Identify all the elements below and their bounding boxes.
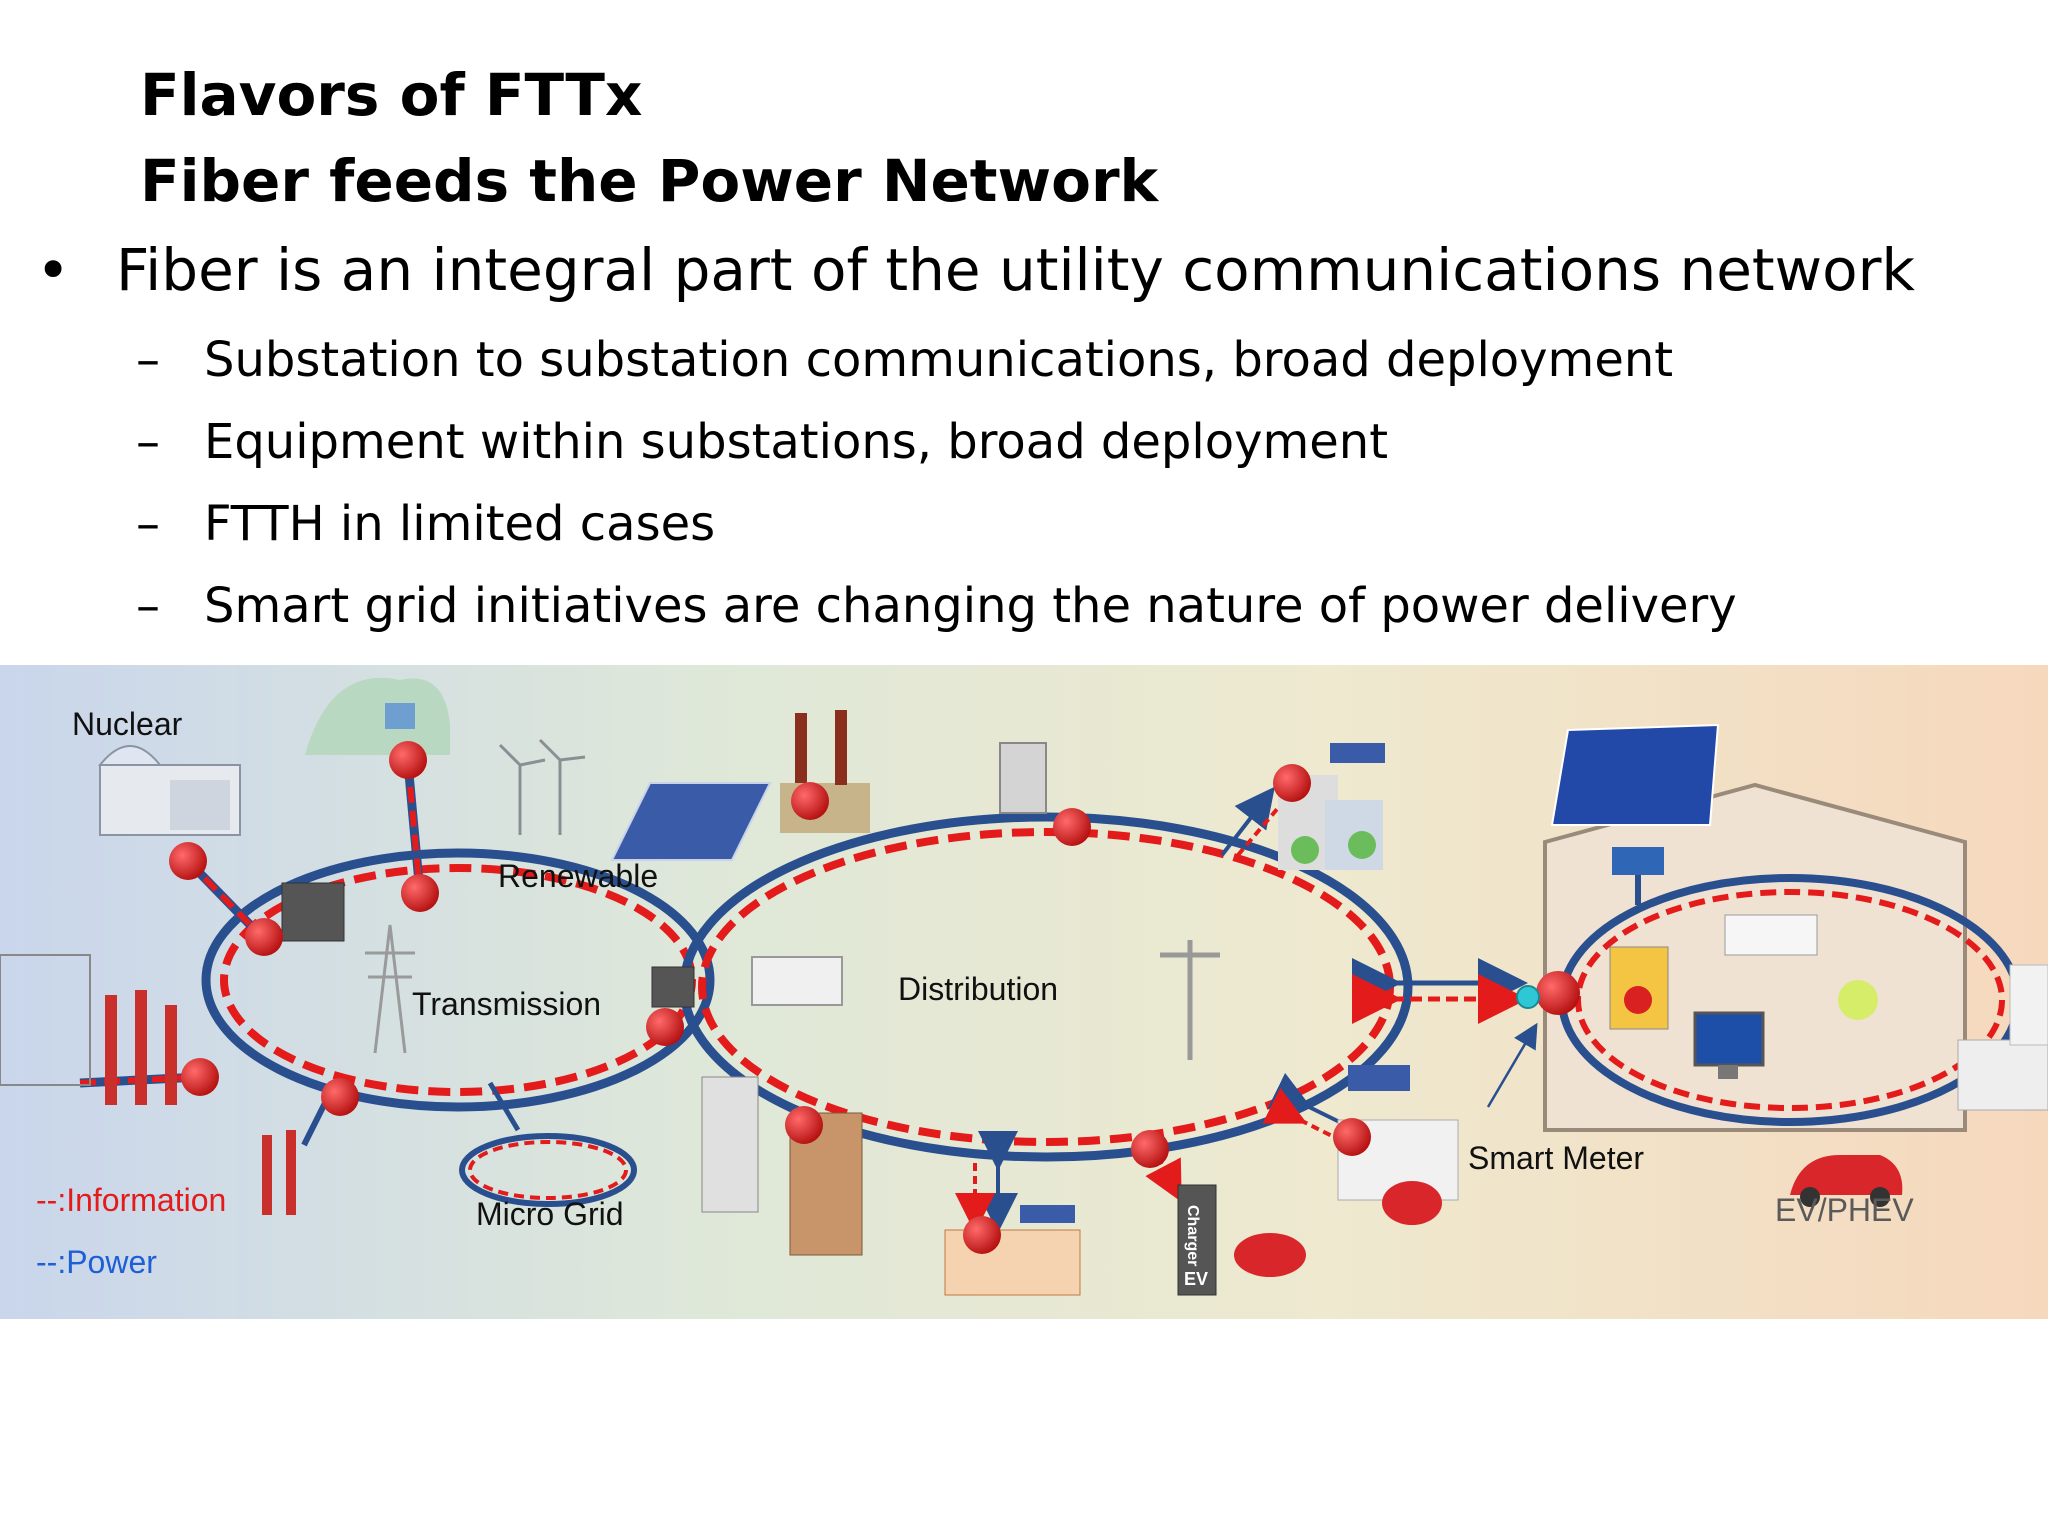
node [646,1008,684,1046]
bullet-main-text: Fiber is an integral part of the utility… [116,236,1916,304]
home-solar-panel-icon [1550,723,1720,905]
nuclear-plant-icon [97,745,241,836]
battery-icon [1609,946,1669,1030]
node [181,1058,219,1096]
sub-bullet-text: Substation to substation communications,… [204,332,1674,388]
legend-power: --:Power [36,1244,157,1280]
node [321,1078,359,1116]
smart-meter-link [1352,958,1538,1108]
node [963,1216,1001,1254]
dash-icon: – [136,496,160,552]
air-conditioner-icon [1724,914,1818,956]
node [401,874,439,912]
dash-icon: – [136,578,160,634]
dash-icon: – [136,414,160,470]
network-nodes [169,741,1580,1254]
title-line-2: Fiber feeds the Power Network [140,147,1159,215]
node [169,842,207,880]
label-smart-meter: Smart Meter [1468,1140,1644,1176]
transmission-tower-icon [365,924,415,1054]
light-bulb-icon [1838,980,1878,1020]
label-ev: EV [1184,1269,1208,1289]
node [1273,764,1311,802]
sub-bullet-text: FTTH in limited cases [204,496,716,552]
ev-phev-car-icon [1790,1155,1903,1207]
node [1131,1130,1169,1168]
coal-plant-icon [0,954,296,1215]
smart-meter-icon [1516,985,1540,1009]
micro-grid-ring [459,1081,637,1207]
sub-bullet-text: Equipment within substations, broad depl… [204,414,1389,470]
apartment-building-icon [701,1076,863,1256]
node [245,918,283,956]
node [389,741,427,779]
title-line-1: Flavors of FTTx [140,61,643,129]
solar-farm-icon [610,782,772,861]
sub-bullet-text: Smart grid initiatives are changing the … [204,578,1737,634]
label-charger: Charger [1184,1205,1201,1266]
power-network-diagram: Nuclear Renewable Transmission Distribut… [0,665,2048,1319]
wind-turbine-icon [498,738,586,835]
outdoor-unit-icon [1957,964,2048,1111]
bullet-dot-icon: • [36,236,71,304]
node [1333,1118,1371,1156]
label-nuclear: Nuclear [72,706,183,742]
hydro-dam-icon [305,677,450,755]
node [791,782,829,820]
ev-charger-icon [1177,1184,1306,1296]
label-ev-phev: EV/PHEV [1775,1192,1914,1228]
slide-title: Flavors of FTTx Fiber feeds the Power Ne… [140,52,1158,224]
node [1053,808,1091,846]
node [785,1106,823,1144]
smart-meter-node [1536,971,1580,1015]
label-distribution: Distribution [898,971,1058,1007]
transformer-icon [281,882,695,1008]
label-micro-grid: Micro Grid [476,1196,624,1232]
computer-monitor-icon [1693,1011,1765,1079]
server-icon [999,742,1047,814]
label-renewable: Renewable [498,858,658,894]
switchgear-icon [751,956,843,1006]
label-transmission: Transmission [412,986,601,1022]
legend-information: --:Information [36,1182,226,1218]
dash-icon: – [136,332,160,388]
utility-pole-icon [1160,940,1220,1060]
